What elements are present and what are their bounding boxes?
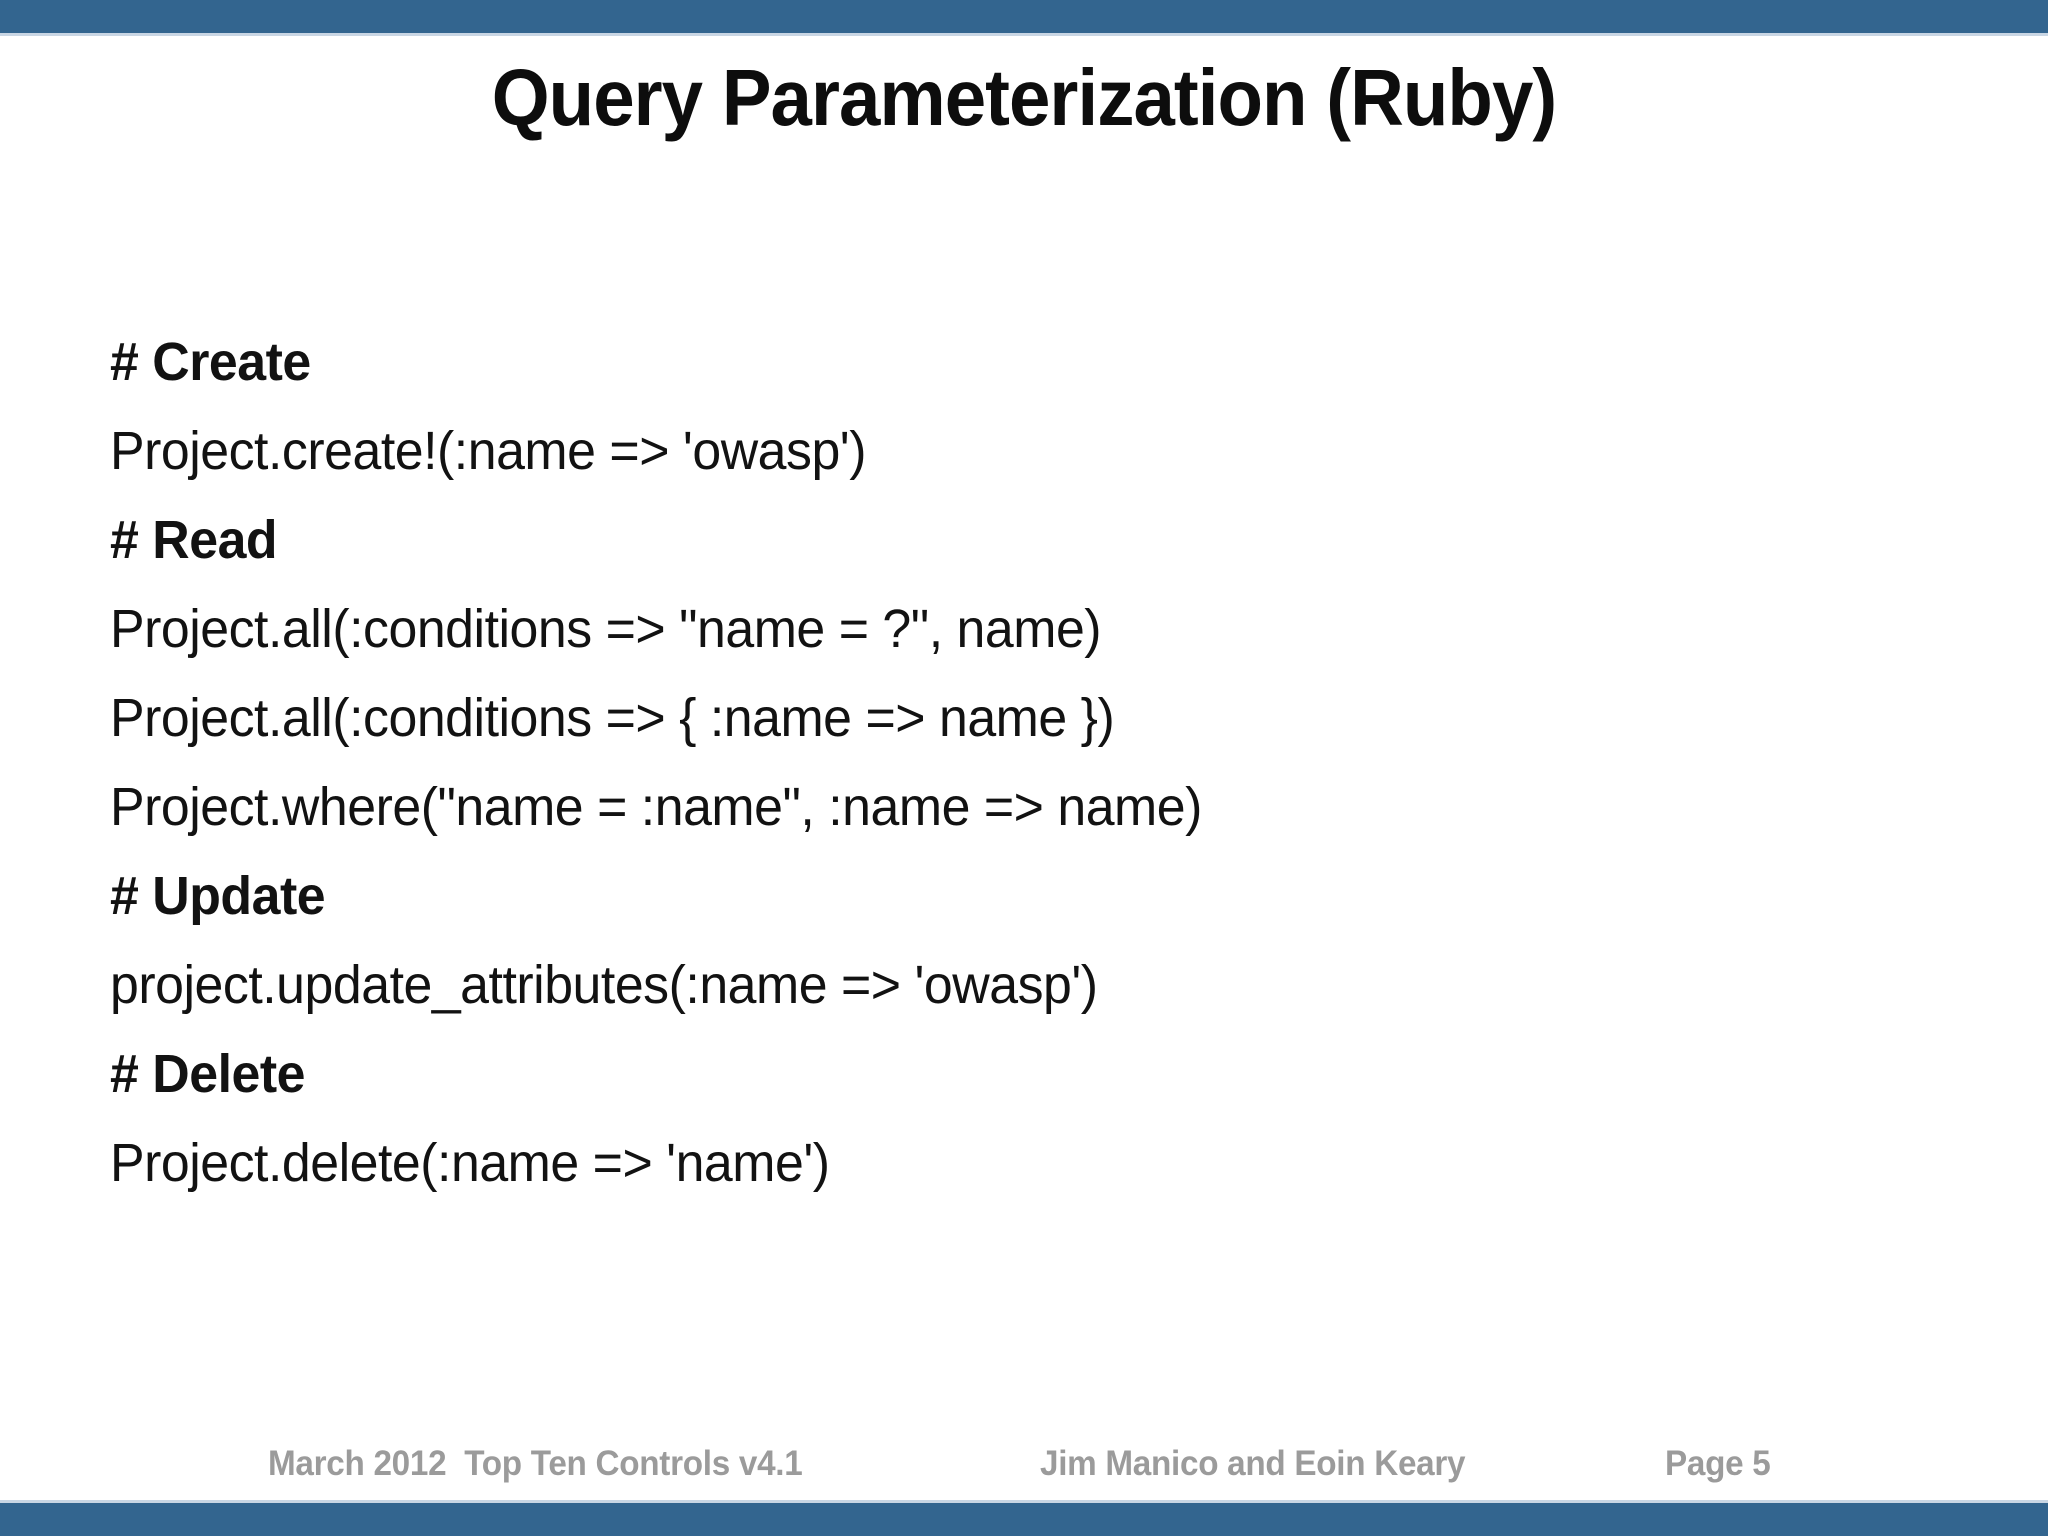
code-line-comment-read: # Read [110,510,278,570]
code-line-delete: Project.delete(:name => 'name') [110,1133,830,1193]
code-line-comment-update: # Update [110,866,326,926]
code-line-comment-delete: # Delete [110,1044,305,1104]
bottom-accent-hairline [0,1500,2048,1503]
code-block: # Create Project.create!(:name => 'owasp… [110,318,1960,1208]
code-line-read-2: Project.all(:conditions => { :name => na… [110,688,1115,748]
bottom-accent-bar [0,1503,2048,1536]
code-line-comment-create: # Create [110,332,311,392]
code-line-read-3: Project.where("name = :name", :name => n… [110,777,1202,837]
slide-footer: March 2012 Top Ten Controls v4.1 Jim Man… [0,1444,2048,1488]
top-accent-hairline [0,33,2048,36]
top-accent-bar [0,0,2048,33]
code-line-update: project.update_attributes(:name => 'owas… [110,955,1098,1015]
code-line-read-1: Project.all(:conditions => "name = ?", n… [110,599,1102,659]
footer-date-and-deck: March 2012 Top Ten Controls v4.1 [268,1444,803,1483]
code-line-create: Project.create!(:name => 'owasp') [110,421,866,481]
footer-page-number: Page 5 [1665,1444,1771,1483]
footer-authors: Jim Manico and Eoin Keary [1040,1444,1466,1483]
slide-title: Query Parameterization (Ruby) [491,53,1557,142]
